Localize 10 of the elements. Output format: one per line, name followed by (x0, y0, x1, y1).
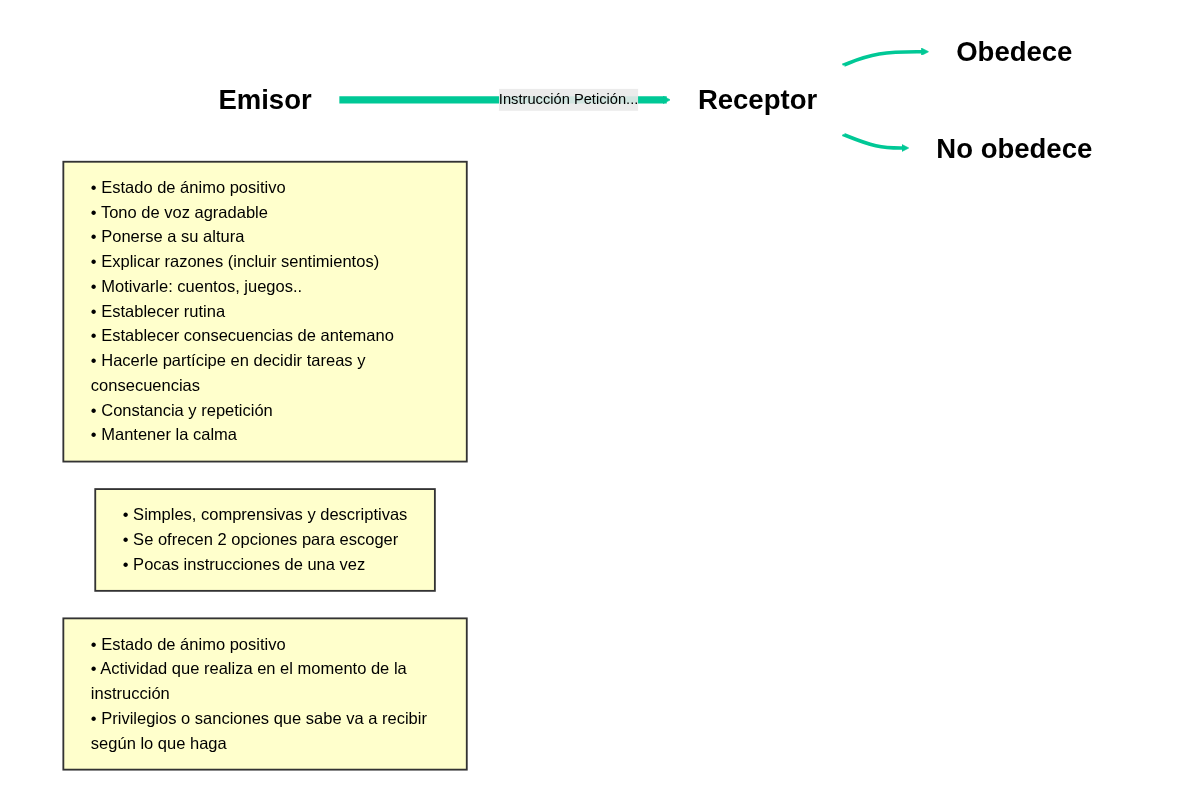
node-text: Emisor (218, 84, 312, 115)
edge-label: Instrucción Petición... (498, 91, 639, 108)
node-box: • Estado de ánimo positivo • Actividad que realiza en el momento de la instrucción • Privilegios o sanciones que sabe va a recibir según lo que haga (62, 617, 468, 771)
node-text: No obedece (936, 132, 1093, 164)
arrow (841, 132, 910, 153)
node-box: • Estado de ánimo positivo • Tono de voz agradable • Ponerse a su altura • Explicar razones (incluir sentimientos) • Motivarle: cuentos, juegos.. • Establecer rutina • Establecer consecuencias de antemano • Hacerle partícipe en decidir tareas y consecuencias • Constancia y repetición • Mantener la calma (62, 160, 468, 463)
node-box: • Simples, comprensivas y descriptivas • Se ofrecen 2 opciones para escoger • Pocas instrucciones de una vez (94, 488, 436, 592)
node-text: Receptor (697, 84, 818, 115)
arrow (841, 47, 929, 68)
node-text: Obedece (956, 36, 1073, 67)
